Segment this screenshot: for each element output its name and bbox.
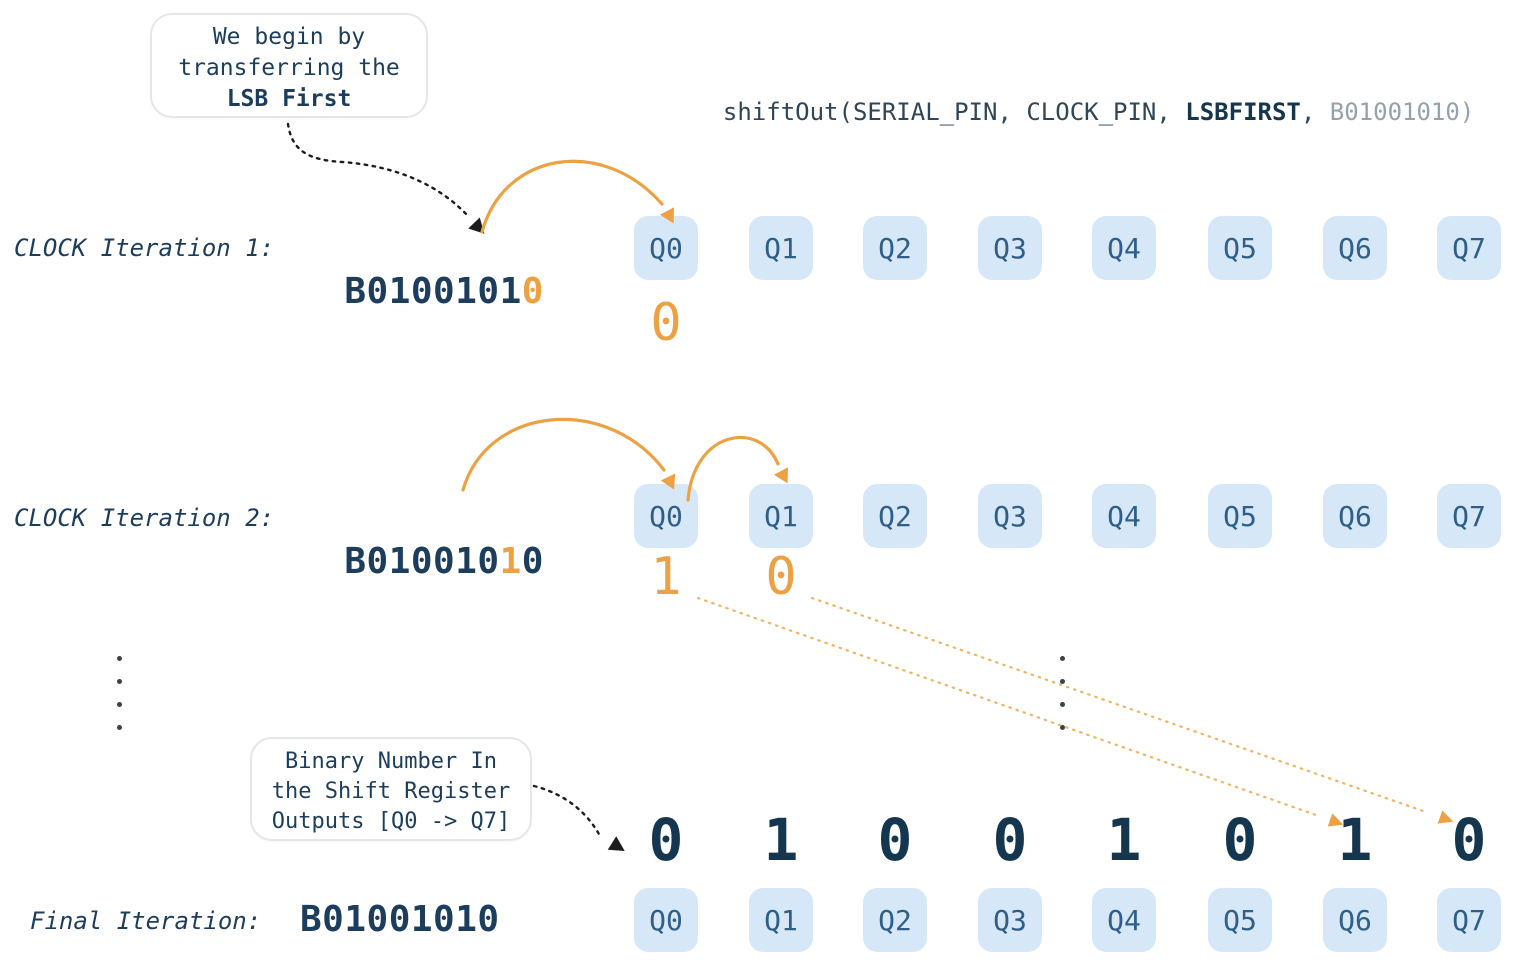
arrow-iter2-bit-to-q0	[461, 417, 676, 492]
row1-qbox-q5: Q5	[1208, 216, 1272, 280]
dot	[1060, 679, 1065, 684]
row2-qbox-q1: Q1	[749, 484, 813, 548]
code-normal: shiftOut(SERIAL_PIN, CLOCK_PIN,	[722, 98, 1186, 126]
row1-q1-label: Q1	[764, 231, 798, 265]
row1-q3-label: Q3	[993, 231, 1027, 265]
final-qbox-q4: Q4	[1092, 888, 1156, 952]
final-digit-q2: 0	[877, 806, 913, 874]
iteration2-binary-suffix: 0	[521, 541, 544, 582]
row2-q2-label: Q2	[878, 499, 912, 533]
row1-qbox-q1: Q1	[749, 216, 813, 280]
final-label: Final Iteration:	[30, 907, 262, 935]
final-digit-q1: 1	[763, 806, 799, 874]
final-qbox-q1: Q1	[749, 888, 813, 952]
shiftout-code: shiftOut(SERIAL_PIN, CLOCK_PIN, LSBFIRST…	[694, 70, 1474, 126]
final-q4-label: Q4	[1107, 903, 1141, 937]
arrow-callout-to-lsb	[286, 122, 485, 234]
final-qbox-q5: Q5	[1208, 888, 1272, 952]
final-digit-q7: 0	[1451, 806, 1487, 874]
row2-qbox-q0: Q0	[634, 484, 698, 548]
row2-q4-label: Q4	[1107, 499, 1141, 533]
row1-qbox-q2: Q2	[863, 216, 927, 280]
final-digit-q0: 0	[648, 806, 684, 874]
row1-qbox-q0: Q0	[634, 216, 698, 280]
row1-qbox-q4: Q4	[1092, 216, 1156, 280]
row2-q0-label: Q0	[649, 499, 683, 533]
arrow-callout-to-final-digits	[532, 784, 625, 851]
row2-q3-label: Q3	[993, 499, 1027, 533]
final-q0-label: Q0	[649, 903, 683, 937]
final-q6-label: Q6	[1338, 903, 1372, 937]
row1-q4-label: Q4	[1107, 231, 1141, 265]
final-qbox-q3: Q3	[978, 888, 1042, 952]
dot	[1060, 656, 1065, 661]
row2-qbox-q3: Q3	[978, 484, 1042, 548]
row2-q6-label: Q6	[1338, 499, 1372, 533]
final-q2-label: Q2	[878, 903, 912, 937]
final-qbox-q7: Q7	[1437, 888, 1501, 952]
dot	[117, 725, 122, 730]
row2-q7-label: Q7	[1452, 499, 1486, 533]
callout-lsb-line2: transferring the	[178, 55, 400, 81]
final-q1-label: Q1	[764, 903, 798, 937]
row1-qbox-q7: Q7	[1437, 216, 1501, 280]
code-lsbfirst: LSBFIRST	[1185, 98, 1301, 126]
iteration1-binary-lsb: 0	[521, 271, 544, 312]
callout-lsb-first: We begin by transferring the LSB First	[150, 13, 428, 118]
final-qbox-q0: Q0	[634, 888, 698, 952]
arrow-shift-to-q7	[810, 596, 1454, 824]
row2-qbox-q5: Q5	[1208, 484, 1272, 548]
dot	[117, 656, 122, 661]
row1-q0-label: Q0	[649, 231, 683, 265]
iteration1-binary: B01001010	[300, 226, 544, 314]
iteration2-binary-bit: 1	[499, 541, 522, 582]
final-digit-q5: 0	[1222, 806, 1258, 874]
row2-q5-label: Q5	[1223, 499, 1257, 533]
callout-binary-line3: Outputs [Q0 -> Q7]	[271, 809, 511, 834]
dot	[117, 702, 122, 707]
callout-binary-line2: the Shift Register	[271, 779, 511, 804]
iteration2-output-q1: 0	[765, 547, 797, 607]
row2-qbox-q2: Q2	[863, 484, 927, 548]
final-q5-label: Q5	[1223, 903, 1257, 937]
iteration1-label: CLOCK Iteration 1:	[14, 234, 275, 262]
arrow-shift-to-q6	[696, 596, 1344, 827]
callout-lsb-line3: LSB First	[226, 86, 352, 112]
callout-lsb-line1: We begin by	[212, 24, 366, 50]
final-qbox-q2: Q2	[863, 888, 927, 952]
iteration1-output-q0: 0	[650, 293, 682, 353]
row1-qbox-q6: Q6	[1323, 216, 1387, 280]
final-binary: B01001010	[300, 899, 500, 940]
final-qbox-q6: Q6	[1323, 888, 1387, 952]
row1-q6-label: Q6	[1338, 231, 1372, 265]
final-digit-q6: 1	[1337, 806, 1373, 874]
row1-q7-label: Q7	[1452, 231, 1486, 265]
dot	[117, 679, 122, 684]
iteration1-binary-prefix: B0100101	[344, 271, 522, 312]
callout-binary-outputs: Binary Number In the Shift Register Outp…	[250, 737, 532, 841]
code-byte: B01001010)	[1329, 98, 1475, 126]
callout-binary-line1: Binary Number In	[285, 749, 497, 774]
iteration2-binary-prefix: B010010	[344, 541, 500, 582]
row2-qbox-q6: Q6	[1323, 484, 1387, 548]
continuation-dots-middle	[1060, 656, 1065, 730]
final-digit-q3: 0	[992, 806, 1028, 874]
dot	[1060, 725, 1065, 730]
final-q7-label: Q7	[1452, 903, 1486, 937]
row1-q5-label: Q5	[1223, 231, 1257, 265]
row2-q1-label: Q1	[764, 499, 798, 533]
continuation-dots-left	[117, 656, 122, 730]
iteration2-binary: B01001010	[300, 496, 544, 584]
row1-q2-label: Q2	[878, 231, 912, 265]
iteration2-output-q0: 1	[650, 547, 682, 607]
dot	[1060, 702, 1065, 707]
code-comma: ,	[1300, 98, 1330, 126]
row1-qbox-q3: Q3	[978, 216, 1042, 280]
row2-qbox-q4: Q4	[1092, 484, 1156, 548]
final-q3-label: Q3	[993, 903, 1027, 937]
row2-qbox-q7: Q7	[1437, 484, 1501, 548]
final-digit-q4: 1	[1106, 806, 1142, 874]
iteration2-label: CLOCK Iteration 2:	[14, 504, 275, 532]
